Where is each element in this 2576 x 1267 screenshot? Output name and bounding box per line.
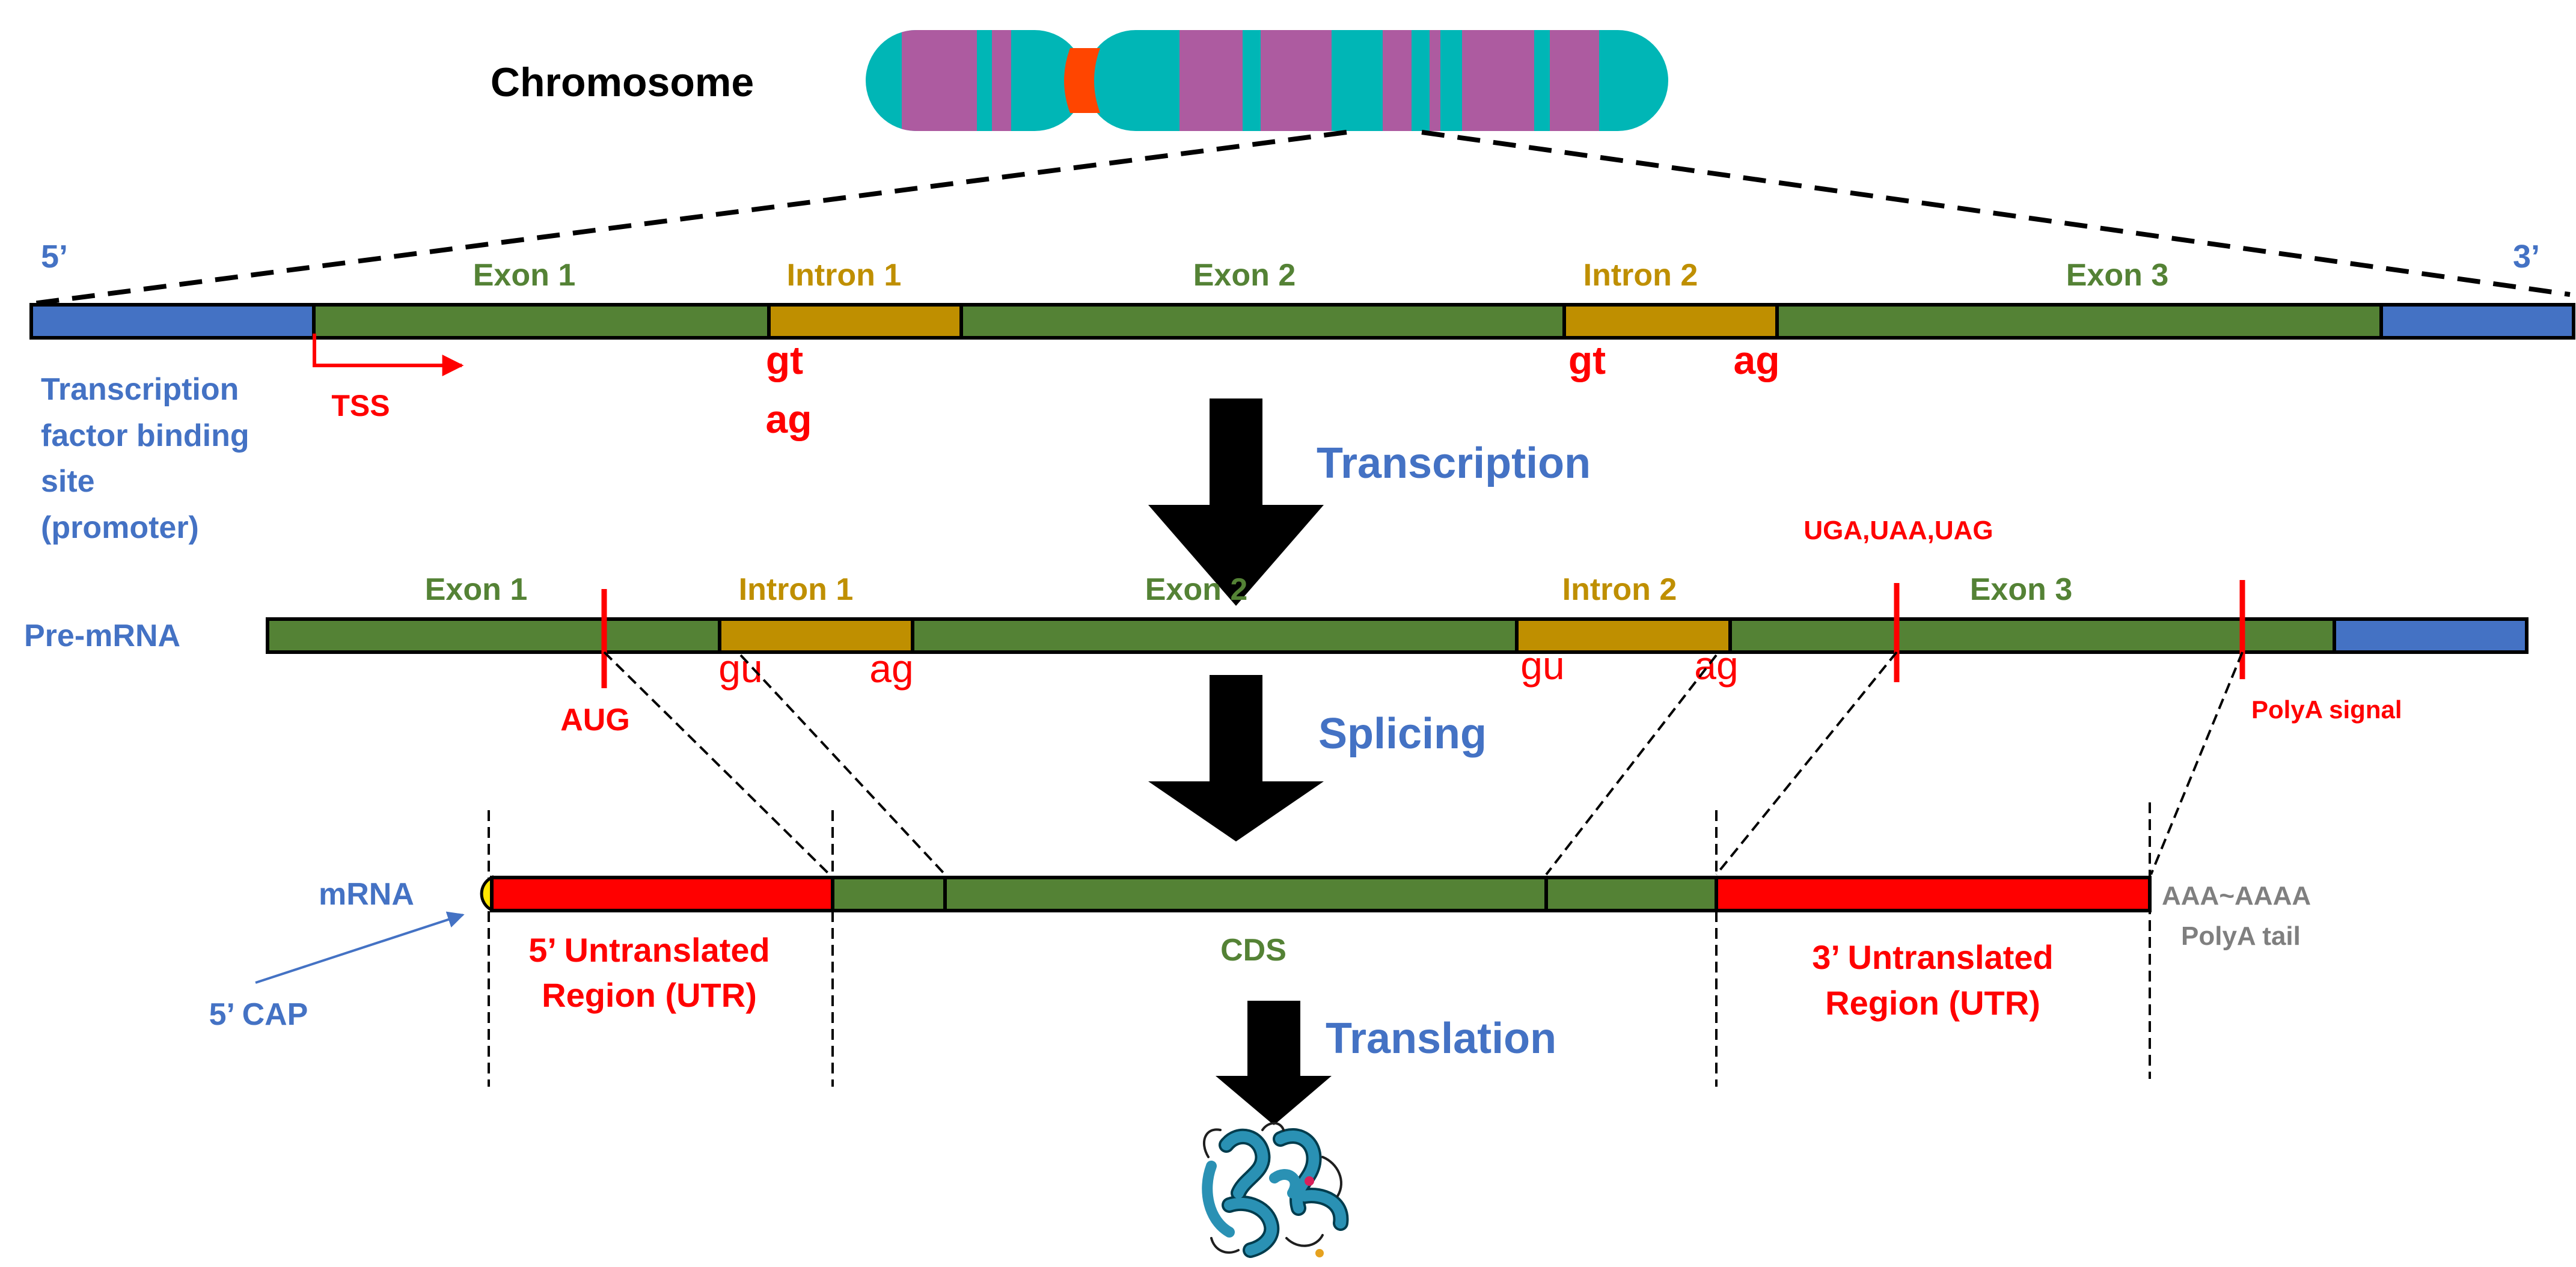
dna-downstream-region [2379,303,2575,340]
splicing-arrow [1148,675,1324,841]
premrna-exon-1 [266,617,721,654]
splicing-label: Splicing [1318,710,1487,758]
premrna-exon-3 [1728,617,2336,654]
dna-intron-2-label: Intron 2 [1583,258,1698,293]
mrna-3utr [1715,876,2152,912]
premrna-downstream-region [2333,617,2529,654]
splicing-guide-lines [488,651,2244,1087]
cap-label: 5’ CAP [209,997,308,1032]
premrna-strand [266,617,2529,654]
zoom-line-left [32,130,1347,306]
dna-intron-1-acceptor: ag [765,397,812,441]
utr5-label-line-2: Region (UTR) [542,976,757,1014]
premrna-intron-1-donor: gu [718,646,762,691]
mrna-5utr [490,876,834,912]
polya-signal-label: PolyA signal [2251,695,2402,724]
chromosome-graphic [866,30,1668,131]
premrna-exon-2-label: Exon 2 [1145,572,1248,607]
premrna-exon-1-label: Exon 1 [425,572,528,607]
mrna-exon-3 [1544,876,1718,912]
dna-intron-2-acceptor: ag [1733,338,1779,382]
cap-pointer [255,911,465,984]
chromosome-label: Chromosome [491,60,754,105]
protein-structure-icon [1202,1122,1349,1258]
dna-promoter-region [29,303,316,340]
dna-intron-1-donor: gt [766,338,803,382]
mrna-exon-2 [943,876,1548,912]
promoter-label-line-2: factor binding [41,418,249,453]
dna-exon-1 [312,303,771,340]
promoter-label-line-1: Transcription [41,372,239,407]
dna-exon-3 [1775,303,2383,340]
tss-arrow [313,334,464,376]
polya-tail-label: PolyA tail [2181,921,2301,951]
dna-intron-2 [1562,303,1779,340]
premrna-intron-2-acceptor: ag [1694,643,1738,688]
premrna-intron-2-label: Intron 2 [1562,572,1677,607]
mrna-label: mRNA [319,877,414,912]
dna-exon-2-label: Exon 2 [1193,258,1296,293]
cap-icon [480,875,494,912]
premrna-intron-1-acceptor: ag [869,646,913,691]
transcription-arrow [1148,398,1324,606]
dna-strand [29,303,2575,340]
dna-three-prime: 3’ [2513,239,2540,275]
translation-label: Translation [1326,1015,1556,1063]
translation-arrow [1216,1001,1332,1125]
stop-codons-label: UGA,UAA,UAG [1804,516,1993,545]
utr3-label-line-1: 3’ Untranslated [1812,938,2053,976]
utr3-label-line-2: Region (UTR) [1825,984,2040,1022]
premrna-exon-3-label: Exon 3 [1970,572,2073,607]
transcription-label: Transcription [1317,439,1591,487]
tss-label: TSS [331,389,390,423]
premrna-intron-1-label: Intron 1 [739,572,854,607]
dna-intron-1 [767,303,963,340]
zoom-line-right [1421,130,2571,297]
polya-sequence: AAA~AAAA [2162,881,2311,911]
cds-label: CDS [1220,933,1286,968]
start-codon-label: AUG [560,703,630,737]
dna-exon-2 [959,303,1566,340]
promoter-label-line-4: (promoter) [41,510,199,545]
mrna-strand [490,876,2152,912]
dna-exon-1-label: Exon 1 [473,258,576,293]
premrna-exon-2 [911,617,1519,654]
dna-intron-2-donor: gt [1568,338,1606,382]
premrna-intron-2-donor: gu [1520,643,1564,688]
utr5-label-line-1: 5’ Untranslated [528,931,769,969]
dna-intron-1-label: Intron 1 [787,258,902,293]
dna-exon-3-label: Exon 3 [2066,258,2169,293]
premrna-label: Pre-mRNA [24,618,180,653]
promoter-label-line-3: site [41,464,95,499]
promoter-label: Transcription factor binding site (promo… [41,372,249,545]
dna-five-prime: 5’ [41,239,68,275]
mrna-exon-1 [831,876,947,912]
